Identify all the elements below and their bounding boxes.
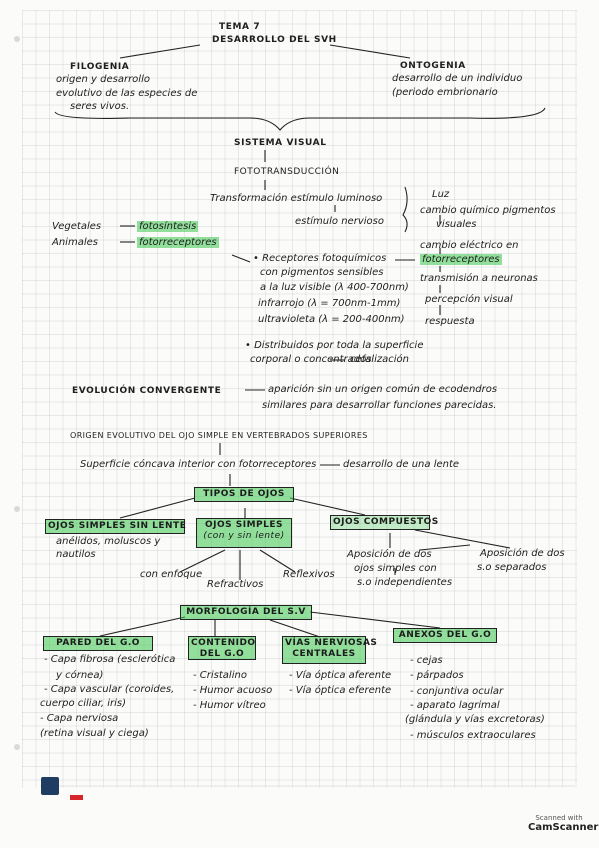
notebook-brand-logo [41,777,59,795]
ojos-simples-sin-lente-box: OJOS SIMPLES SIN LENTE [45,519,186,534]
tema-number: TEMA 7 [219,22,261,32]
binder-hole [14,36,20,42]
notebook-brand-mark [70,795,83,800]
vegetales: Vegetales [52,221,102,232]
scanner-brand: CamScanner [528,822,599,833]
anexos-item: - músculos extraoculares [410,730,536,741]
scanner-caption: Scanned with [535,814,583,822]
ontogenia-line: desarrollo de un individuo [392,73,523,84]
origen-line-2: desarrollo de una lente [343,459,460,470]
anexos-item: - conjuntiva ocular [410,686,504,697]
sistema-visual-heading: SISTEMA VISUAL [234,138,327,148]
ojos-compuestos-box: OJOS COMPUESTOS [330,515,438,530]
origen-heading: ORIGEN EVOLUTIVO DEL OJO SIMPLE EN VERTE… [70,431,368,440]
anexos-item: - párpados [410,670,464,681]
ojos-simples-label: OJOS SIMPLES [204,520,283,530]
contenido-item: - Humor acuoso [193,685,273,696]
anexos-box: ANEXOS DEL G.O [393,628,497,643]
anexos-item: (glándula y vías excretoras) [405,714,545,725]
receptores-line: con pigmentos sensibles [260,267,384,278]
binder-hole [14,506,20,512]
chain-cambio-quimico: cambio químico pigmentos [420,205,556,216]
contenido-label-2: DEL G.O [199,649,245,659]
vias-label: VÍAS NERVIOSAS [285,638,378,648]
filogenia-line: origen y desarrollo [56,74,150,85]
aposicion-line: s.o independientes [357,577,453,588]
contenido-item: - Humor vítreo [193,700,266,711]
pared-item: (retina visual y ciega) [40,728,149,739]
aposicion-line: ojos simples con [354,563,437,574]
aposicion-dos-line: Aposición de dos [480,548,565,559]
receptores-line: ultravioleta (λ = 200-400nm) [258,314,405,325]
vias-item: - Vía óptica aferente [289,670,392,681]
chain-respuesta: respuesta [425,316,475,327]
convergente-line: similares para desarrollar funciones par… [262,400,497,411]
origen-line: Superficie cóncava interior con fotorrec… [80,459,317,470]
fotosintesis: fotosíntesis [137,221,199,232]
reflexivos: Reflexivos [283,569,335,580]
chain-luz: Luz [432,189,450,200]
fototransduccion: FOTOTRANSDUCCIÓN [234,167,340,177]
convergente-heading: EVOLUCIÓN CONVERGENTE [72,386,222,396]
chain-transmision: transmisión a neuronas [420,273,538,284]
refractivos: Refractivos [207,579,264,590]
morfologia-box: MORFOLOGÍA DEL S.V [180,605,312,620]
scanner-watermark: Scanned with CamScanner [528,814,599,833]
vias-label-2: CENTRALES [292,649,356,659]
anexos-item: - cejas [410,655,443,666]
chain-percepcion: percepción visual [425,294,513,305]
chain-cambio-quimico-2: visuales [436,219,477,230]
pared-item: - Capa vascular (coroides, [44,684,175,695]
ontogenia-heading: ONTOGENIA [400,61,466,71]
tipos-de-ojos-box: TIPOS DE OJOS [194,487,294,502]
filogenia-heading: FILOGENIA [70,62,130,72]
pared-item: cuerpo ciliar, iris) [40,698,127,709]
pared-item: - Capa nerviosa [40,713,119,724]
binder-hole [14,744,20,750]
ontogenia-line: (periodo embrionario [392,87,498,98]
contenido-box: CONTENIDO DEL G.O [188,636,256,660]
cefalizacion: cefalización [350,354,409,365]
vias-item: - Vía óptica eferente [289,685,392,696]
fotorreceptores: fotorreceptores [137,237,219,248]
pared-item: y córnea) [56,670,104,681]
page-title: DESARROLLO DEL SVH [212,35,337,45]
anexos-item: - aparato lagrimal [410,700,500,711]
receptores-line: corporal o concentrados [250,354,372,365]
pared-box: PARED DEL G.O [43,636,153,651]
receptores-line: • Distribuidos por toda la superficie [245,340,424,351]
contenido-item: - Cristalino [193,670,247,681]
contenido-label: CONTENIDO [191,638,256,648]
chain-fotorreceptores: fotorreceptores [420,254,502,265]
anelidos-line: anélidos, moluscos y [56,536,161,547]
anelidos-line: nautilos [56,549,96,560]
estimulo-nervioso: estímulo nervioso [295,216,384,227]
receptores-line: a la luz visible (λ 400-700nm) [260,282,409,293]
filogenia-line: seres vivos. [70,101,130,112]
receptores-line: infrarrojo (λ = 700nm-1mm) [258,298,401,309]
aposicion-dos-line: s.o separados [477,562,547,573]
ojos-simples-box: OJOS SIMPLES (con y sin lente) [196,518,292,548]
receptores-line: • Receptores fotoquímicos [253,253,387,264]
vias-box: VÍAS NERVIOSAS CENTRALES [282,636,378,664]
con-enfoque: con enfoque [140,569,203,580]
chain-cambio-electrico: cambio eléctrico en [420,240,519,251]
pared-item: - Capa fibrosa (esclerótica [44,654,176,665]
convergente-line: aparición sin un origen común de ecodend… [268,384,498,395]
aposicion-line: Aposición de dos [347,549,432,560]
animales: Animales [52,237,98,248]
ojos-simples-sublabel: (con y sin lente) [203,531,285,541]
filogenia-line: evolutivo de las especies de [56,88,198,99]
transformacion: Transformación estímulo luminoso [210,193,383,204]
